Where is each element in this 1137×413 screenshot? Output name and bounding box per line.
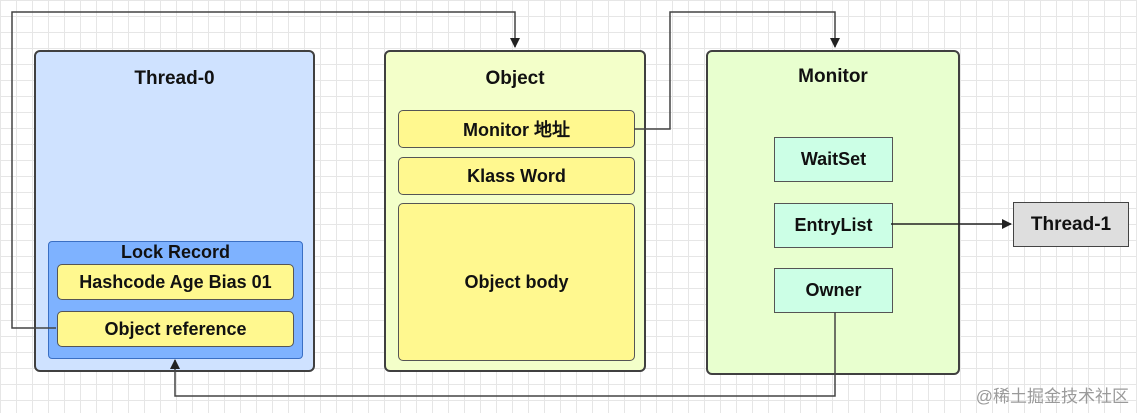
monitor-panel: Monitor WaitSet EntryList Owner (706, 50, 960, 375)
object-panel: Object Monitor 地址 Klass Word Object body (384, 50, 646, 372)
object-reference-field: Object reference (57, 311, 294, 347)
monitor-address-field: Monitor 地址 (398, 110, 635, 148)
waitset-field: WaitSet (774, 137, 893, 182)
watermark: @稀土掘金技术社区 (975, 387, 1129, 406)
object-body-field: Object body (398, 203, 635, 361)
thread-1-box: Thread-1 (1013, 202, 1129, 247)
hashcode-age-bias-field: Hashcode Age Bias 01 (57, 264, 294, 300)
owner-field: Owner (774, 268, 893, 313)
object-title: Object (485, 68, 545, 89)
thread-0-panel: Thread-0 Lock Record Hashcode Age Bias 0… (34, 50, 315, 372)
lock-record-title: Lock Record (120, 242, 231, 262)
monitor-title: Monitor (798, 66, 868, 87)
klass-word-field: Klass Word (398, 157, 635, 195)
entrylist-field: EntryList (774, 203, 893, 248)
thread-0-title: Thread-0 (134, 68, 215, 89)
lock-record-box: Lock Record Hashcode Age Bias 01 Object … (48, 241, 303, 359)
